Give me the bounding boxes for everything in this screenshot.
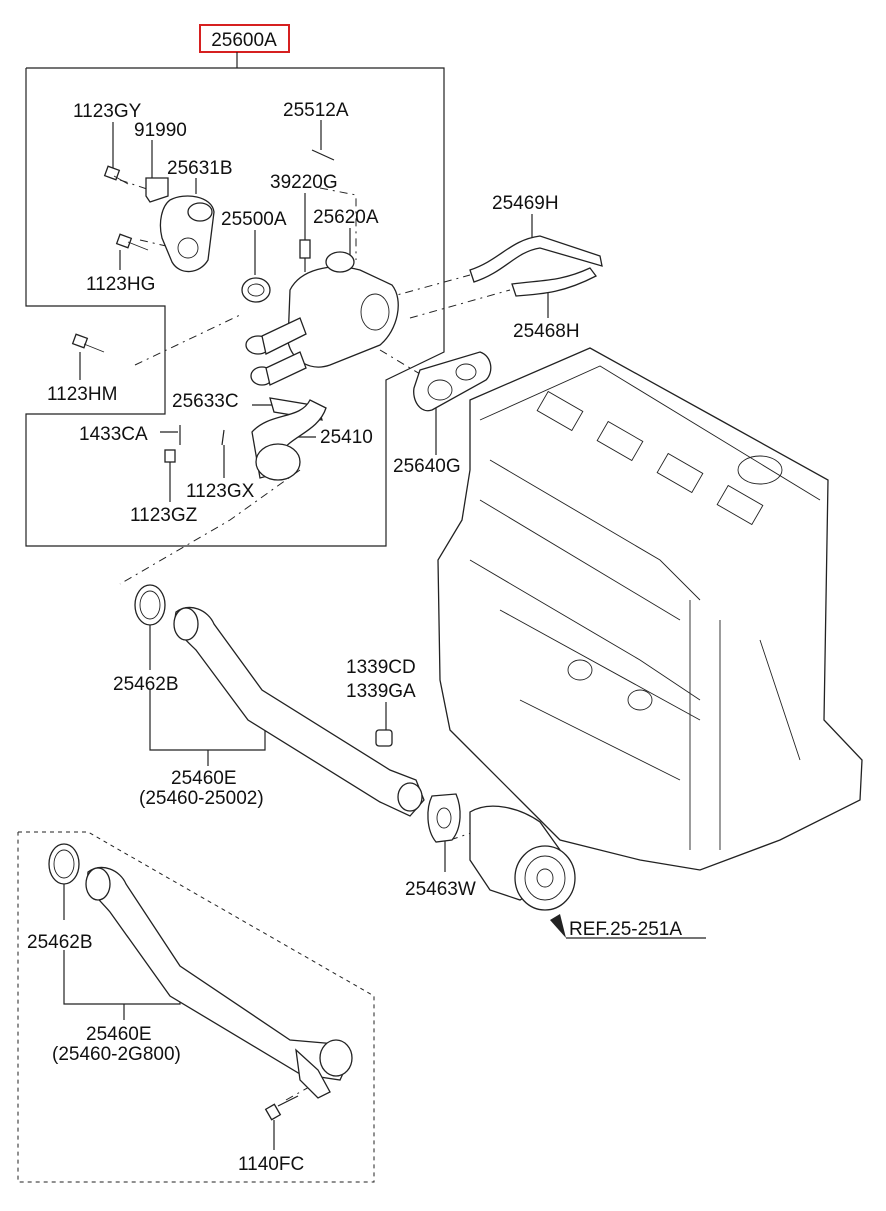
nut-1339cd[interactable]: [375, 729, 393, 747]
label-1123gy[interactable]: 1123GY: [73, 101, 142, 122]
label-25640g[interactable]: 25640G: [393, 456, 461, 477]
o-ring-25462b-upper[interactable]: [134, 584, 166, 626]
label-25410[interactable]: 25410: [320, 427, 373, 448]
label-91990[interactable]: 91990: [134, 120, 187, 141]
pipe-25460e-lower[interactable]: [85, 867, 353, 1099]
bolt-1123hm[interactable]: [71, 333, 105, 353]
label-1339cd[interactable]: 1339CD: [346, 657, 416, 678]
label-25460e-lower[interactable]: 25460E: [86, 1024, 152, 1045]
stud-25512a[interactable]: [311, 149, 335, 161]
pipe-25460e-upper[interactable]: [173, 607, 425, 817]
o-ring-25462b-lower[interactable]: [48, 843, 80, 885]
engine-block: [437, 347, 863, 871]
housing-25631b[interactable]: [159, 195, 215, 273]
label-39220g[interactable]: 39220G: [270, 172, 338, 193]
water-outlet-25620a[interactable]: [245, 251, 399, 386]
label-1433ca[interactable]: 1433CA: [79, 424, 148, 445]
part-labels: 1123GY 91990 25631B 25512A 39220G 25500A…: [27, 100, 682, 1175]
bolt-1123gz[interactable]: [164, 449, 176, 463]
label-25633c[interactable]: 25633C: [172, 391, 239, 412]
label-25462b-upper[interactable]: 25462B: [113, 674, 179, 695]
alignment-lines: [119, 179, 511, 1101]
label-25631b[interactable]: 25631B: [167, 158, 233, 179]
label-1123hg[interactable]: 1123HG: [86, 274, 155, 295]
hose-25468h[interactable]: [511, 267, 597, 297]
bolt-1123gx[interactable]: [221, 429, 225, 446]
label-25512a[interactable]: 25512A: [283, 100, 349, 121]
label-25463w[interactable]: 25463W: [405, 879, 476, 900]
label-1123gz[interactable]: 1123GZ: [130, 505, 198, 526]
label-25469h[interactable]: 25469H: [492, 193, 559, 214]
title-part-number[interactable]: 25600A: [211, 30, 277, 51]
title-box: [199, 24, 290, 53]
water-pump[interactable]: [469, 805, 576, 911]
label-1123gx[interactable]: 1123GX: [186, 481, 255, 502]
label-25460e-upper[interactable]: 25460E: [171, 768, 237, 789]
label-25468h[interactable]: 25468H: [513, 321, 580, 342]
label-25460e-upper-sub: (25460-25002): [139, 788, 264, 809]
variant-frame: [17, 831, 375, 1183]
label-25462b-lower[interactable]: 25462B: [27, 932, 93, 953]
hose-25410[interactable]: [251, 399, 327, 481]
clip-91990[interactable]: [145, 177, 169, 203]
label-1339ga[interactable]: 1339GA: [346, 681, 416, 702]
hose-25469h[interactable]: [469, 235, 603, 283]
assembly-frame: [25, 67, 445, 547]
label-1123hm[interactable]: 1123HM: [47, 384, 117, 405]
gasket-25640g[interactable]: [413, 351, 492, 412]
bolt-1140fc[interactable]: [264, 1095, 299, 1121]
label-25460e-lower-sub: (25460-2G800): [52, 1044, 181, 1065]
bolt-1123gy[interactable]: [103, 165, 129, 185]
thermostat-25500a[interactable]: [241, 277, 271, 303]
sensor-39220g[interactable]: [299, 239, 311, 272]
label-ref-25-251a[interactable]: REF.25-251A: [569, 919, 682, 940]
gasket-25463w[interactable]: [427, 793, 461, 843]
label-25500a[interactable]: 25500A: [221, 209, 287, 230]
label-1140fc[interactable]: 1140FC: [238, 1154, 304, 1175]
bolt-1123hg[interactable]: [115, 233, 149, 251]
label-25620a[interactable]: 25620A: [313, 207, 379, 228]
